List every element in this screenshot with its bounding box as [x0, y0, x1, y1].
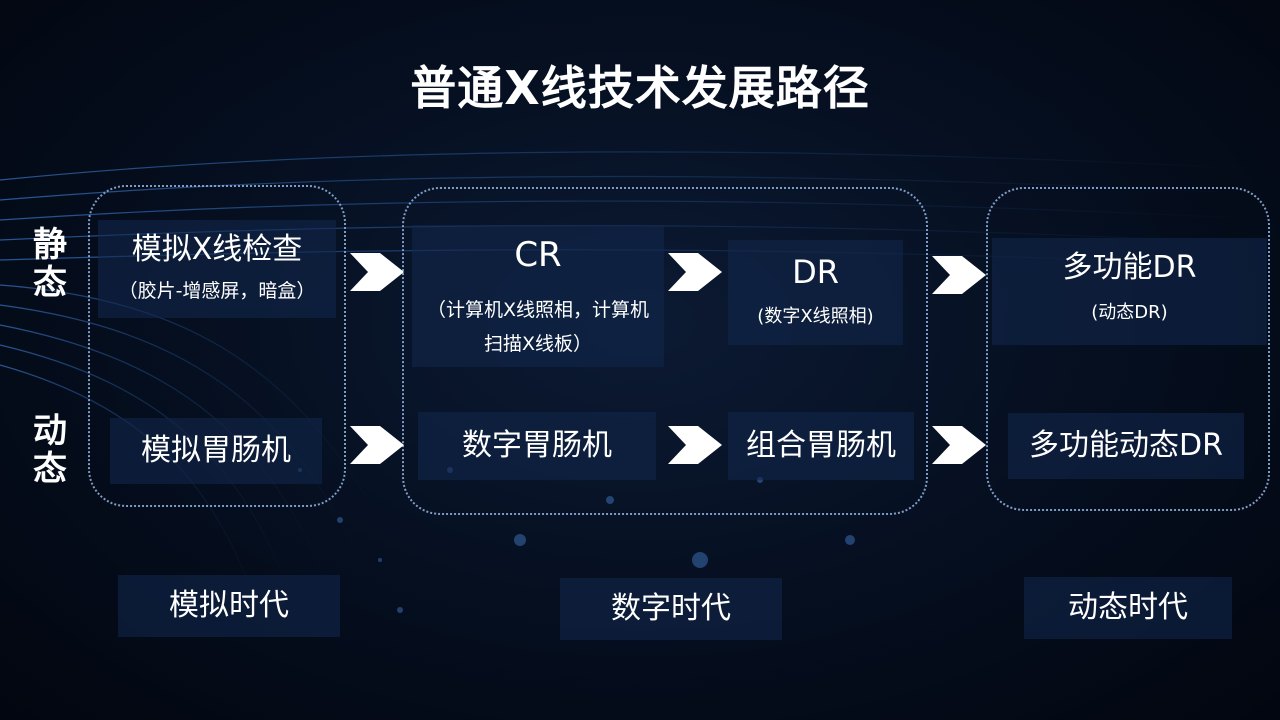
node-dr-subtitle: (数字X线照相) — [757, 306, 874, 327]
digital-group-border — [402, 187, 928, 515]
arrow-right-icon — [350, 426, 404, 464]
node-cr-subtitle: （计算机X线照相，计算机扫描X线板） — [426, 299, 650, 355]
era-label-analog: 模拟时代 — [118, 575, 340, 637]
node-multifunction-dynamic-dr: 多功能动态DR — [1008, 413, 1244, 479]
node-analog-gi: 模拟胃肠机 — [110, 418, 322, 484]
arrow-right-icon — [668, 253, 722, 291]
arrow-right-icon — [932, 256, 986, 294]
node-cr: CR （计算机X线照相，计算机扫描X线板） — [412, 225, 664, 367]
node-analog-xray-subtitle: （胶片-增感屏，暗盒） — [118, 280, 316, 302]
node-multifunction-dr-subtitle: (动态DR) — [1091, 302, 1168, 323]
node-digital-gi-title: 数字胃肠机 — [462, 428, 612, 463]
page-title: 普通X线技术发展路径 — [410, 61, 870, 115]
node-digital-gi: 数字胃肠机 — [418, 412, 656, 480]
node-combo-gi-title: 组合胃肠机 — [746, 428, 896, 463]
node-dr: DR (数字X线照相) — [728, 240, 903, 345]
dynamic-group-border — [986, 187, 1270, 511]
node-multifunction-dr: 多功能DR (动态DR) — [992, 238, 1267, 345]
era-label-dynamic: 动态时代 — [1024, 577, 1232, 639]
analog-group-border — [88, 185, 346, 507]
node-analog-gi-title: 模拟胃肠机 — [141, 433, 291, 468]
node-multifunction-dr-title: 多功能DR — [1062, 250, 1197, 285]
node-analog-xray-title: 模拟X线检查 — [131, 232, 303, 267]
arrow-right-icon — [668, 426, 722, 464]
arrow-right-icon — [932, 426, 986, 464]
node-analog-xray: 模拟X线检查 （胶片-增感屏，暗盒） — [98, 220, 336, 318]
node-combo-gi: 组合胃肠机 — [728, 412, 914, 480]
arrow-right-icon — [350, 253, 404, 291]
node-cr-title: CR — [514, 235, 562, 275]
era-label-digital: 数字时代 — [560, 578, 782, 640]
row-label-static: 静态 — [33, 225, 67, 303]
node-multifunction-dynamic-dr-title: 多功能动态DR — [1029, 428, 1223, 463]
node-dr-title: DR — [792, 253, 839, 291]
row-label-dynamic: 动态 — [33, 411, 67, 489]
